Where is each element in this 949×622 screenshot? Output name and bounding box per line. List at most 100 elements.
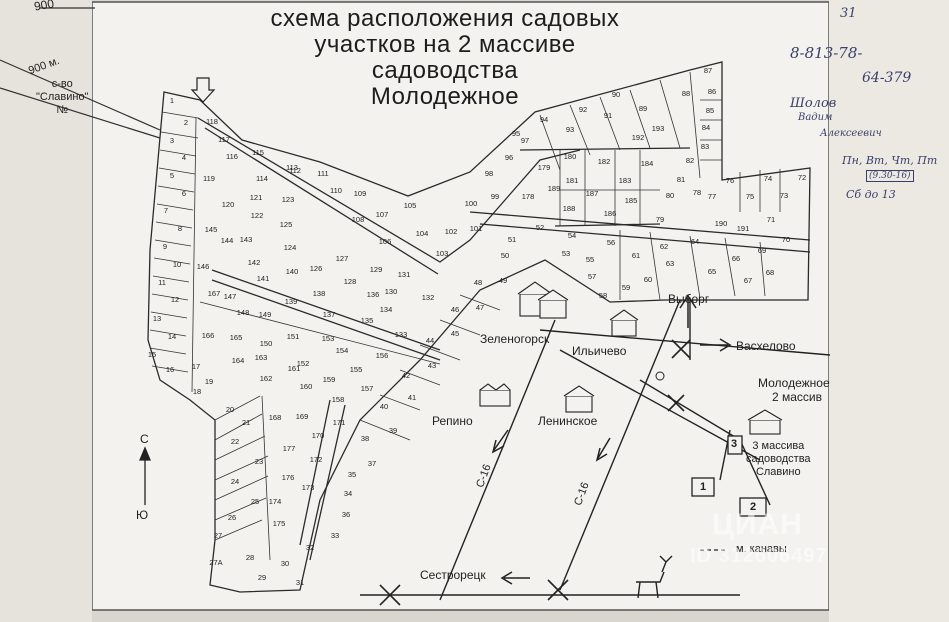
title-line-1: схема расположения садовых — [270, 5, 620, 32]
plot-number: 90 — [612, 90, 620, 99]
plot-number: 182 — [598, 157, 611, 166]
plot-number: 141 — [257, 274, 270, 283]
plot-number: 38 — [361, 434, 369, 443]
plot-number: 113 — [286, 163, 298, 172]
plot-number: 29 — [258, 573, 266, 582]
plot-number: 2 — [184, 118, 188, 127]
plot-number: 56 — [607, 238, 615, 247]
plot-number: 33 — [331, 531, 339, 540]
plot-number: 167 — [208, 289, 221, 298]
plot-number: 7 — [164, 206, 168, 215]
deer-icon — [636, 555, 673, 599]
plot-number: 4 — [182, 153, 186, 162]
plot-number: 77 — [708, 192, 716, 201]
plot-number: 9 — [163, 242, 167, 251]
plot-number: 87 — [704, 66, 712, 75]
plot-number: 186 — [604, 209, 617, 218]
plot-number: 71 — [767, 215, 775, 224]
handwritten-phone-1: 8-813-78- — [790, 44, 863, 62]
plot-number: 189 — [548, 184, 561, 193]
plot-number: 17 — [192, 362, 200, 371]
plot-number: 95 — [512, 129, 520, 138]
plot-number: 18 — [193, 387, 201, 396]
plot-number: 146 — [197, 262, 210, 271]
title-line-4: Молодежное — [370, 83, 520, 110]
plot-number: 99 — [491, 192, 499, 201]
plot-number: 122 — [251, 211, 264, 220]
plot-number: 48 — [474, 278, 482, 287]
plot-number: 119 — [203, 174, 215, 183]
plot-number: 192 — [632, 133, 645, 142]
entrance-arrow — [190, 77, 216, 103]
plot-number: 145 — [205, 225, 218, 234]
place-ilichevo: Ильичево — [572, 344, 627, 358]
plot-number: 60 — [644, 275, 652, 284]
plot-number: 160 — [300, 382, 313, 391]
plot-number: 68 — [766, 268, 774, 277]
plot-number: 34 — [344, 489, 352, 498]
plot-number: 142 — [248, 258, 261, 267]
plot-number: 148 — [237, 308, 250, 317]
plot-number: 120 — [222, 200, 235, 209]
plot-number: 42 — [402, 371, 410, 380]
plot-number: 93 — [566, 125, 574, 134]
left-margin-paper — [0, 0, 92, 622]
plot-number: 25 — [251, 497, 259, 506]
plot-number: 173 — [302, 483, 315, 492]
neighbor-boundary — [0, 7, 161, 139]
plot-number: 127 — [336, 254, 349, 263]
plot-number: 80 — [666, 191, 674, 200]
plot-number: 12 — [171, 295, 179, 304]
church-icon — [655, 371, 665, 381]
plot-number: 152 — [297, 359, 310, 368]
plot-number: 27A — [209, 558, 222, 567]
plot-number: 124 — [284, 243, 297, 252]
plot-number: 54 — [568, 231, 576, 240]
plot-number: 133 — [395, 330, 408, 339]
plot-number: 107 — [376, 210, 389, 219]
plot-number: 115 — [252, 148, 264, 157]
plot-number: 63 — [666, 259, 674, 268]
plot-number: 143 — [240, 235, 253, 244]
plot-number: 44 — [426, 336, 434, 345]
plot-number: 20 — [226, 405, 234, 414]
plot-number: 150 — [260, 339, 273, 348]
plot-number: 69 — [758, 246, 766, 255]
plot-number: 3 — [170, 136, 174, 145]
plot-number: 36 — [342, 510, 350, 519]
plot-number: 157 — [361, 384, 374, 393]
neighbor-label-2: "Славино" — [36, 91, 89, 103]
plot-number: 117 — [218, 135, 230, 144]
plot-number: 16 — [166, 365, 174, 374]
plot-number: 129 — [370, 265, 383, 274]
plot-number: 28 — [246, 553, 254, 562]
neighbor-label-3: № — [56, 104, 69, 116]
place-repino: Репино — [432, 414, 473, 428]
plot-number: 112 — [289, 166, 301, 175]
plot-number: 101 — [470, 224, 483, 233]
plot-number: 10 — [173, 260, 181, 269]
plot-number: 154 — [336, 346, 349, 355]
plot-number: 57 — [588, 272, 596, 281]
handwritten-name-2: Вадим — [798, 112, 833, 123]
plot-number: 5 — [170, 171, 174, 180]
plot-number: 121 — [250, 193, 263, 202]
plot-number: 137 — [323, 310, 336, 319]
handwritten-phone-2: 64-379 — [862, 70, 912, 86]
plot-number: 11 — [158, 278, 166, 287]
place-vaskhelovo: Васхелово — [736, 339, 796, 353]
plot-number: 41 — [408, 393, 416, 402]
handwritten-hours: (9.30-16) — [866, 170, 914, 182]
plot-number: 103 — [436, 249, 449, 258]
plot-number: 110 — [330, 186, 342, 195]
plot-number: 104 — [416, 229, 429, 238]
handwritten-name-1: Шолов — [790, 96, 837, 111]
plot-number: 175 — [273, 519, 286, 528]
plot-number: 92 — [579, 105, 587, 114]
plot-number: 136 — [367, 290, 380, 299]
plot-number: 166 — [202, 331, 215, 340]
plot-number: 140 — [286, 267, 299, 276]
plot-number: 159 — [323, 375, 336, 384]
